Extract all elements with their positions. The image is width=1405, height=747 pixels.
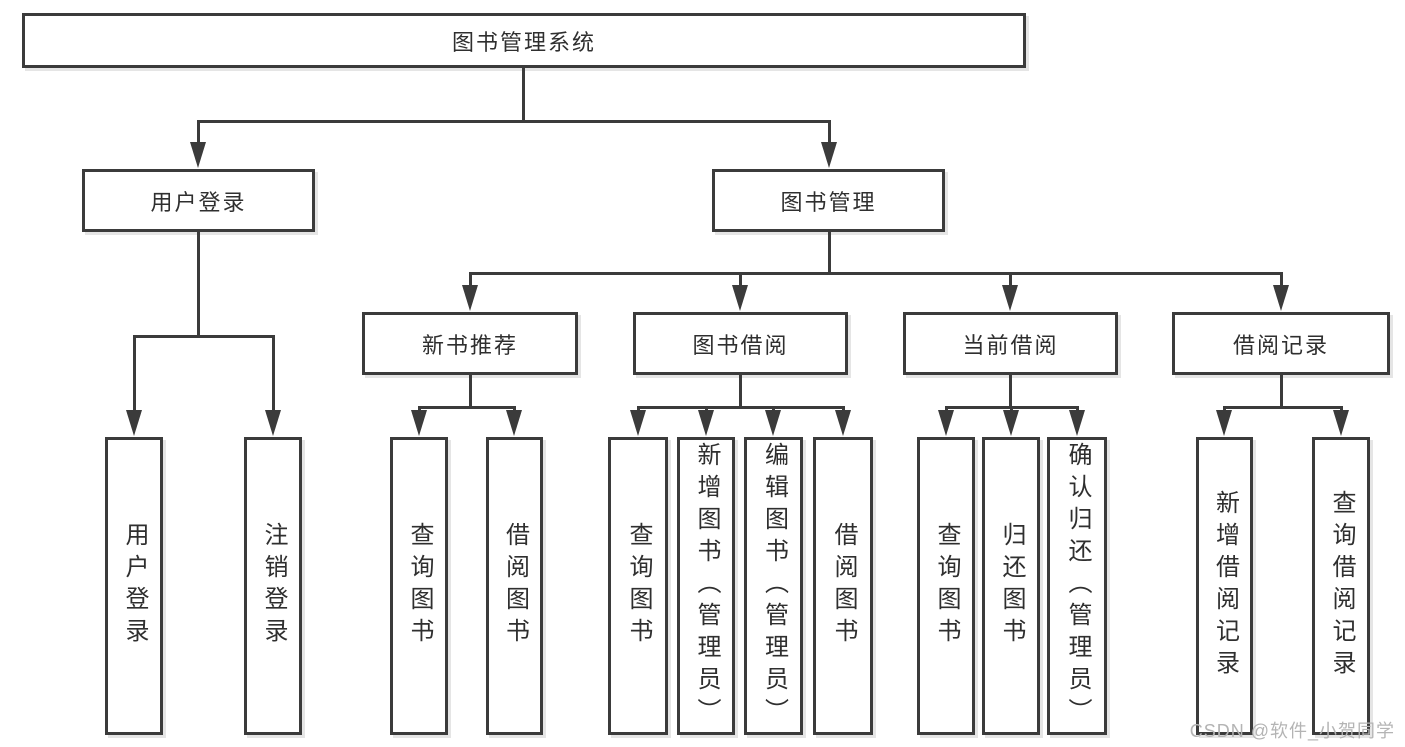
node-label: 图书管理 <box>780 189 877 215</box>
csdn-watermark: CSDN @软件_小贺同学 <box>1189 721 1395 741</box>
arrow-head <box>938 410 954 436</box>
leaf-label: 借阅图书 <box>501 522 529 650</box>
arrow-head <box>1002 285 1018 311</box>
leaf-label: 确认归还（管理员） <box>1064 442 1091 730</box>
leaf-label: 借阅图书 <box>830 522 857 650</box>
leaf-return-book: 归还图书 <box>982 437 1040 735</box>
leaf-query-borrow-record: 查询借阅记录 <box>1312 437 1370 735</box>
arrow-shaft <box>132 335 136 410</box>
arrow-head <box>190 142 206 168</box>
arrow-shaft <box>1008 272 1012 285</box>
connector-rail <box>1222 406 1343 409</box>
arrow-shaft <box>1279 272 1283 285</box>
connector-stem <box>1279 375 1283 409</box>
leaf-label: 新增借阅记录 <box>1211 490 1239 682</box>
arrow-shaft <box>827 120 831 142</box>
arrow-head <box>698 410 714 436</box>
arrow-head <box>765 410 781 436</box>
arrow-shaft <box>738 272 742 285</box>
leaf-query-book-current: 查询图书 <box>917 437 975 735</box>
arrow-shaft <box>1075 406 1079 410</box>
arrow-head <box>126 410 142 436</box>
arrow-head <box>630 410 646 436</box>
arrow-head <box>506 410 522 436</box>
arrow-shaft <box>771 406 775 410</box>
leaf-add-borrow-record: 新增借阅记录 <box>1196 437 1253 735</box>
arrow-shaft <box>1339 406 1343 410</box>
leaf-label: 归还图书 <box>998 522 1025 650</box>
arrow-head <box>835 410 851 436</box>
node-book-management-branch: 图书管理 <box>712 169 945 232</box>
arrow-shaft <box>1222 406 1226 410</box>
connector-stem <box>1008 375 1012 409</box>
leaf-label: 查询图书 <box>625 522 652 650</box>
leaf-label: 查询图书 <box>406 522 433 650</box>
leaf-borrow-book-recommend: 借阅图书 <box>486 437 543 735</box>
leaf-add-book-admin: 新增图书（管理员） <box>677 437 735 735</box>
arrow-head <box>1216 410 1232 436</box>
connector-rail <box>636 406 845 409</box>
leaf-logout: 注销登录 <box>244 437 302 735</box>
leaf-user-login: 用户登录 <box>105 437 163 735</box>
connector-stem <box>468 375 472 409</box>
arrow-head <box>265 410 281 436</box>
leaf-query-book-borrowing: 查询图书 <box>608 437 668 735</box>
node-library-management-system: 图书管理系统 <box>22 13 1026 68</box>
arrow-head <box>462 285 478 311</box>
arrow-head <box>821 142 837 168</box>
arrow-shaft <box>944 406 948 410</box>
arrow-head <box>1333 410 1349 436</box>
connector-stem <box>196 232 200 338</box>
leaf-label: 查询借阅记录 <box>1328 490 1355 682</box>
node-user-login-branch: 用户登录 <box>82 169 315 232</box>
connector-rail <box>417 406 516 409</box>
arrow-shaft <box>417 406 421 410</box>
arrow-head <box>1069 410 1085 436</box>
connector-stem <box>738 375 742 409</box>
leaf-query-book-recommend: 查询图书 <box>390 437 448 735</box>
node-label: 用户登录 <box>150 189 247 215</box>
node-label: 新书推荐 <box>421 332 518 358</box>
arrow-shaft <box>512 406 516 410</box>
leaf-borrow-book-borrowing: 借阅图书 <box>813 437 873 735</box>
leaf-label: 注销登录 <box>260 522 287 650</box>
leaf-label: 编辑图书（管理员） <box>760 442 788 730</box>
arrow-shaft <box>636 406 640 410</box>
arrow-shaft <box>468 272 472 285</box>
leaf-label: 用户登录 <box>121 522 148 650</box>
node-label: 图书管理系统 <box>451 29 596 55</box>
arrow-head <box>411 410 427 436</box>
arrow-shaft <box>196 120 200 142</box>
arrow-head <box>732 285 748 311</box>
leaf-confirm-return-admin: 确认归还（管理员） <box>1047 437 1107 735</box>
arrow-head <box>1273 285 1289 311</box>
node-current-borrowing: 当前借阅 <box>903 312 1118 375</box>
connector-stem <box>827 232 831 275</box>
connector-rail <box>196 120 831 123</box>
connector-rail <box>468 272 1283 275</box>
arrow-shaft <box>704 406 708 410</box>
node-borrowing-records: 借阅记录 <box>1172 312 1390 375</box>
connector-rail <box>132 335 275 338</box>
arrow-head <box>1003 410 1019 436</box>
node-label: 当前借阅 <box>962 332 1059 358</box>
leaf-label: 新增图书（管理员） <box>693 442 720 730</box>
connector-stem <box>521 68 525 123</box>
leaf-edit-book-admin: 编辑图书（管理员） <box>744 437 803 735</box>
arrow-shaft <box>841 406 845 410</box>
arrow-shaft <box>271 335 275 410</box>
node-book-borrowing: 图书借阅 <box>633 312 848 375</box>
arrow-shaft <box>1009 406 1013 410</box>
node-label: 借阅记录 <box>1232 332 1329 358</box>
node-new-book-recommendation: 新书推荐 <box>362 312 578 375</box>
leaf-label: 查询图书 <box>933 522 960 650</box>
node-label: 图书借阅 <box>692 332 789 358</box>
